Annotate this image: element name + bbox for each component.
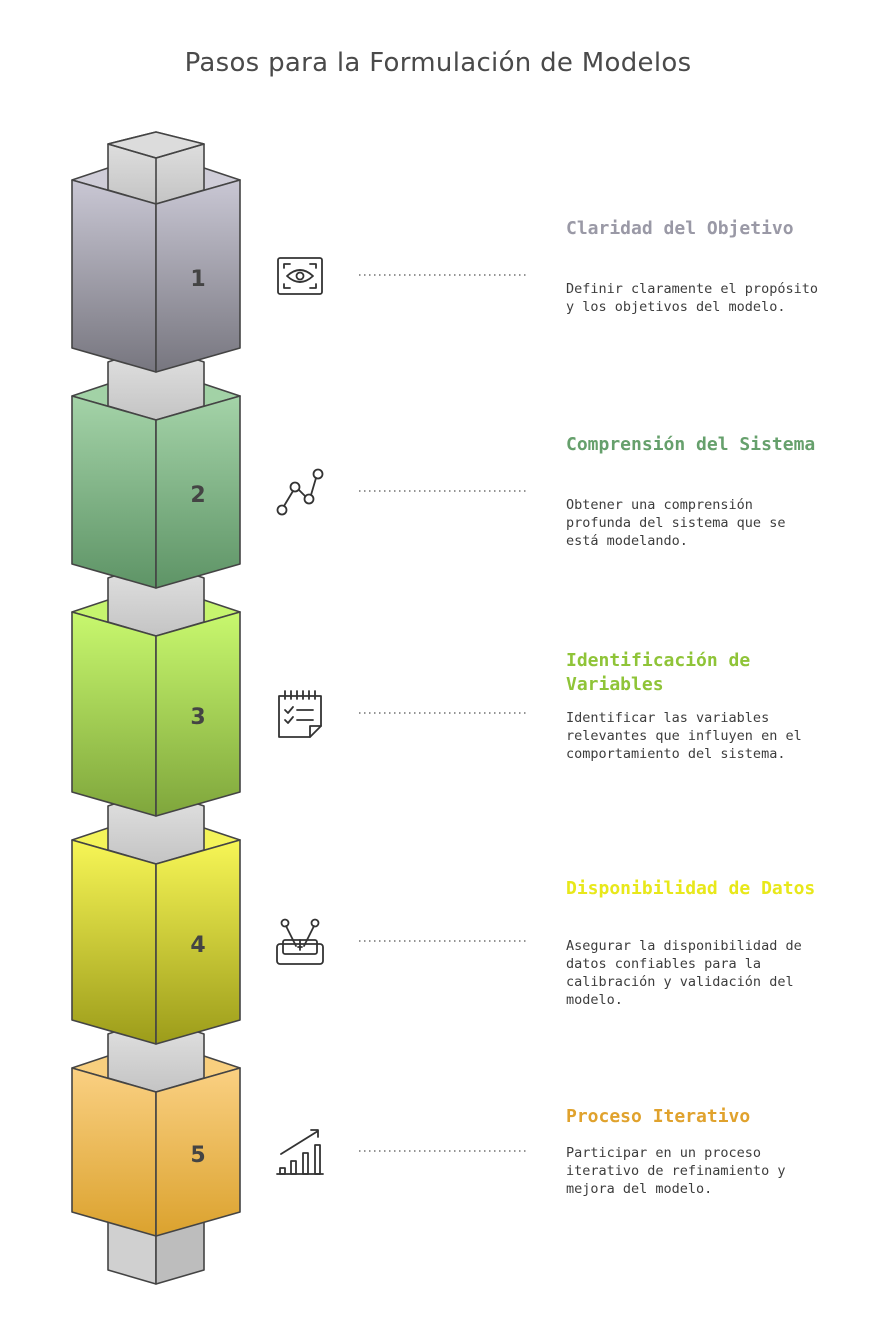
step-description-1: Definir claramente el propósito y los ob…	[566, 281, 818, 315]
step-number-3: 3	[190, 705, 205, 730]
step-title-1: Claridad del Objetivo	[566, 218, 794, 239]
step-title-5: Proceso Iterativo	[566, 1106, 751, 1127]
growth-chart-icon	[276, 1129, 324, 1175]
block-3	[71, 561, 241, 817]
block-1	[71, 131, 241, 373]
connected-nodes-icon	[276, 468, 324, 516]
block-4	[71, 789, 241, 1045]
data-tools-icon	[276, 918, 324, 965]
step-number-2: 2	[190, 483, 205, 508]
step-number-1: 1	[190, 267, 205, 292]
step-title-3: Identificación de Variables	[566, 650, 751, 695]
step-description-5: Participar en un proceso iterativo de re…	[566, 1145, 786, 1197]
step-description-4: Asegurar la disponibilidad de datos conf…	[566, 938, 802, 1008]
step-title-2: Comprensión del Sistema	[566, 434, 816, 455]
step-number-4: 4	[190, 933, 205, 958]
page-title: Pasos para la Formulación de Modelos	[184, 48, 692, 78]
step-description-3: Identificar las variables relevantes que…	[566, 710, 802, 762]
checklist-icon	[278, 690, 322, 738]
block-5	[71, 1017, 241, 1237]
eye-focus-icon	[277, 257, 323, 295]
step-number-5: 5	[190, 1143, 205, 1168]
step-description-2: Obtener una comprensión profunda del sis…	[566, 497, 786, 549]
block-2	[71, 345, 241, 589]
step-title-4: Disponibilidad de Datos	[566, 878, 816, 899]
